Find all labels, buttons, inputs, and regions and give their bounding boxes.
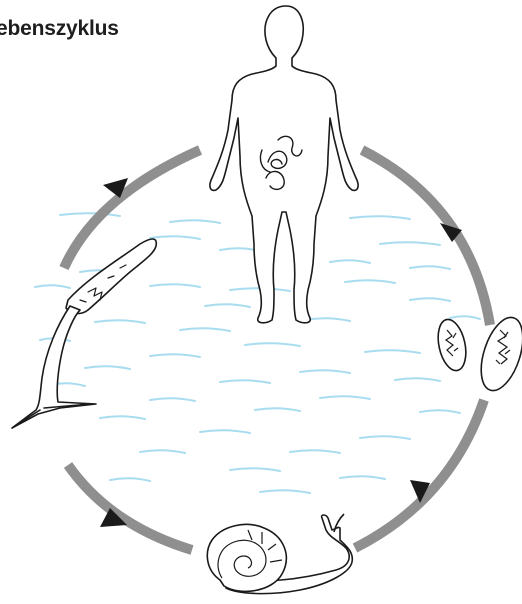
water-line <box>150 398 195 401</box>
cercaria-body <box>66 239 156 314</box>
cercaria-tail <box>12 306 96 428</box>
water-line <box>290 450 340 453</box>
water-line <box>410 298 450 301</box>
water-line <box>60 213 120 216</box>
water-line <box>140 450 185 453</box>
water-line <box>35 285 70 288</box>
water-line <box>85 366 130 369</box>
water-line <box>150 236 200 239</box>
water-line <box>245 343 300 346</box>
water-line <box>300 370 350 373</box>
water-line <box>255 408 300 411</box>
water-line <box>345 280 395 283</box>
water-line <box>230 468 280 471</box>
water-line <box>205 304 250 307</box>
water-line <box>340 476 385 479</box>
cycle-arrows <box>100 178 462 527</box>
water-line <box>320 396 370 399</box>
water-line <box>170 220 220 223</box>
human-figure-icon <box>210 6 358 323</box>
cercaria-tail-fork <box>18 404 90 424</box>
water-line <box>150 284 200 287</box>
water-line <box>95 320 145 323</box>
water-line <box>220 380 270 383</box>
water-line <box>420 410 460 413</box>
snail-icon <box>207 514 352 594</box>
water-line <box>365 350 420 353</box>
water-line <box>395 378 440 381</box>
water-line <box>360 436 410 439</box>
water-line <box>150 354 200 357</box>
water-line <box>410 266 450 269</box>
water-line <box>180 328 230 331</box>
egg-large <box>473 312 522 395</box>
water-line <box>450 316 480 319</box>
cercaria-icon <box>12 239 156 428</box>
water-line <box>260 490 310 493</box>
water-line <box>110 478 150 481</box>
water-line <box>200 430 250 433</box>
eggs-icon <box>434 312 522 395</box>
water-line <box>380 242 440 245</box>
water-line <box>100 416 145 419</box>
water-line <box>350 216 410 219</box>
cycle-segment-bottom-right <box>355 400 484 548</box>
water-line <box>330 260 370 263</box>
water-line <box>305 318 350 321</box>
